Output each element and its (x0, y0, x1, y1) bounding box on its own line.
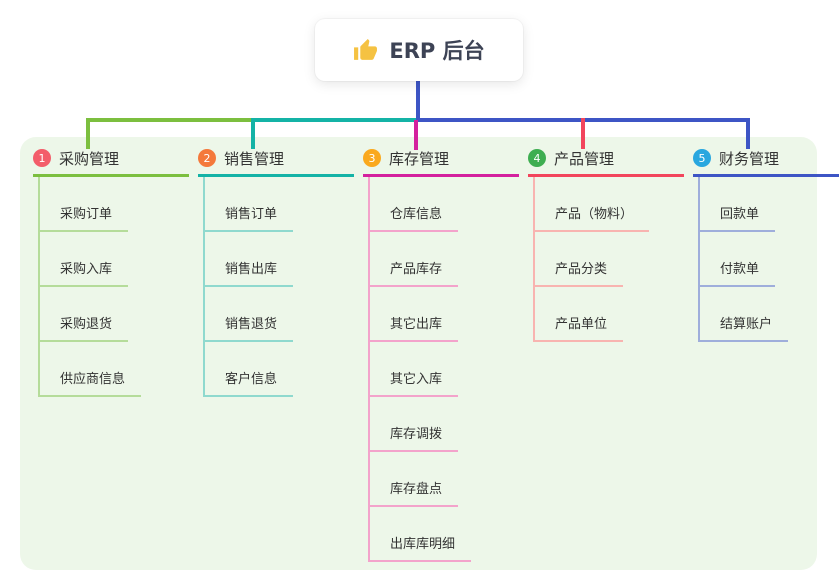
badge-1: 1 (33, 149, 51, 167)
node-payment-order[interactable]: 付款单 (700, 232, 788, 287)
node-settlement-account[interactable]: 结算账户 (700, 287, 789, 342)
root-node-erp-backend[interactable]: ERP 后台 (315, 19, 523, 81)
node-purchase-return[interactable]: 采购退货 (40, 287, 141, 342)
node-product-stock[interactable]: 产品库存 (370, 232, 471, 287)
mindmap-panel (20, 137, 817, 570)
branch-purchase-node[interactable]: 1 采购管理 (33, 147, 189, 177)
badge-4: 4 (528, 149, 546, 167)
node-customer-info[interactable]: 客户信息 (205, 342, 294, 397)
node-product-category[interactable]: 产品分类 (535, 232, 649, 287)
node-outbound-detail[interactable]: 出库库明细 (370, 507, 472, 562)
branch-inventory-node[interactable]: 3 库存管理 (363, 147, 519, 177)
branch-inventory-label: 库存管理 (389, 149, 450, 168)
badge-2: 2 (198, 149, 216, 167)
thumbs-up-icon (353, 38, 378, 63)
node-product-unit[interactable]: 产品单位 (535, 287, 649, 342)
node-sales-return[interactable]: 销售退货 (205, 287, 294, 342)
connector-root-stem (416, 80, 420, 120)
node-purchase-order[interactable]: 采购订单 (40, 177, 141, 232)
node-supplier-info[interactable]: 供应商信息 (40, 342, 142, 397)
node-product-material[interactable]: 产品（物料） (535, 177, 650, 232)
branch-finance-label: 财务管理 (719, 149, 780, 168)
connector-horizontal-sales (251, 118, 420, 122)
branch-product-node[interactable]: 4 产品管理 (528, 147, 684, 177)
connector-drop-sales (251, 118, 255, 149)
branch-finance-children: 回款单 付款单 结算账户 (698, 177, 789, 342)
branch-purchase-label: 采购管理 (59, 149, 120, 168)
node-other-outbound[interactable]: 其它出库 (370, 287, 471, 342)
root-node-label: ERP 后台 (389, 39, 485, 63)
node-stock-transfer[interactable]: 库存调拨 (370, 397, 471, 452)
branch-product-children: 产品（物料） 产品分类 产品单位 (533, 177, 650, 342)
branch-product-label: 产品管理 (554, 149, 615, 168)
branch-finance: 5 财务管理 回款单 付款单 结算账户 (693, 147, 839, 342)
branch-finance-node[interactable]: 5 财务管理 (693, 147, 839, 177)
connector-drop-inventory (414, 120, 418, 150)
node-other-inbound[interactable]: 其它入库 (370, 342, 471, 397)
branch-sales: 2 销售管理 销售订单 销售出库 销售退货 客户信息 (198, 147, 354, 397)
branch-purchase-children: 采购订单 采购入库 采购退货 供应商信息 (38, 177, 142, 397)
branch-inventory-children: 仓库信息 产品库存 其它出库 其它入库 库存调拨 库存盘点 出库库明细 (368, 177, 472, 562)
node-purchase-inbound[interactable]: 采购入库 (40, 232, 141, 287)
branch-purchase: 1 采购管理 采购订单 采购入库 采购退货 供应商信息 (33, 147, 189, 397)
branch-inventory: 3 库存管理 仓库信息 产品库存 其它出库 其它入库 库存调拨 库存盘点 (363, 147, 519, 562)
connector-drop-purchase (86, 118, 90, 149)
node-sales-outbound[interactable]: 销售出库 (205, 232, 294, 287)
node-warehouse-info[interactable]: 仓库信息 (370, 177, 471, 232)
badge-5: 5 (693, 149, 711, 167)
branch-product: 4 产品管理 产品（物料） 产品分类 产品单位 (528, 147, 684, 342)
node-stock-taking[interactable]: 库存盘点 (370, 452, 471, 507)
node-sales-order[interactable]: 销售订单 (205, 177, 294, 232)
connector-drop-product (581, 118, 585, 149)
branch-sales-node[interactable]: 2 销售管理 (198, 147, 354, 177)
branch-sales-children: 销售订单 销售出库 销售退货 客户信息 (203, 177, 294, 397)
node-receipt-order[interactable]: 回款单 (700, 177, 788, 232)
connector-horizontal-purchase (86, 118, 255, 122)
connector-drop-finance (746, 118, 750, 149)
badge-3: 3 (363, 149, 381, 167)
branch-sales-label: 销售管理 (224, 149, 285, 168)
